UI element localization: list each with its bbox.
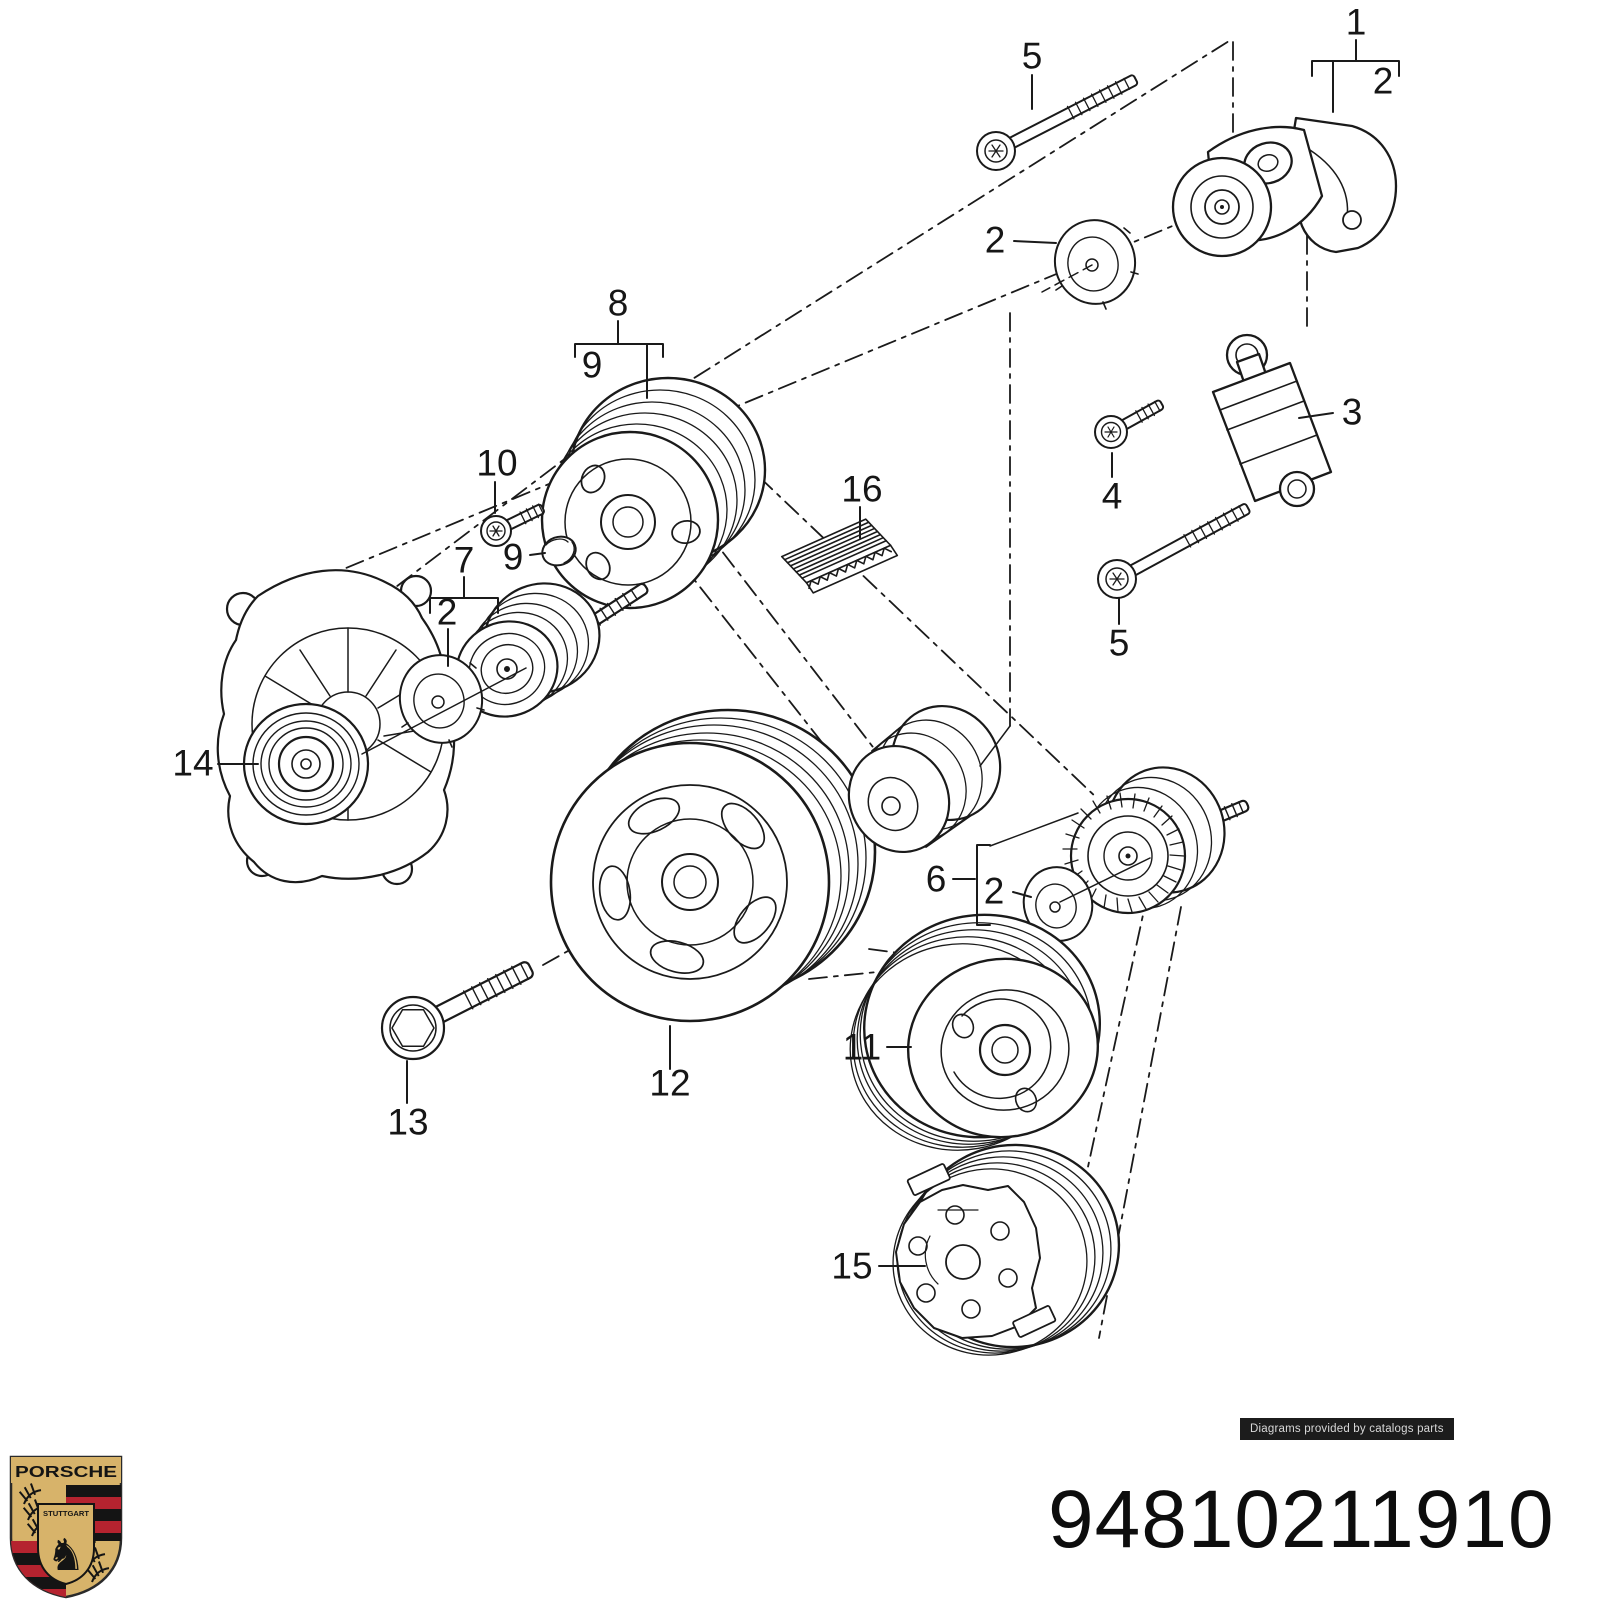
belt-section bbox=[780, 518, 899, 594]
watermark-badge: Diagrams provided by catalogs parts bbox=[1240, 1418, 1454, 1440]
power-steering-pulley bbox=[849, 913, 1101, 1151]
crankshaft-pulley bbox=[549, 708, 877, 1023]
washer-6 bbox=[1022, 866, 1094, 942]
idler-roller bbox=[847, 704, 1002, 854]
sealing-plug-9 bbox=[541, 535, 577, 567]
crest-city-text: STUTTGART bbox=[43, 1509, 89, 1518]
porsche-crest-logo: PORSCHE STUTTGART ♞ bbox=[6, 1452, 126, 1600]
callout-13-18: 13 bbox=[387, 1101, 429, 1143]
crest-horse-icon: ♞ bbox=[46, 1531, 85, 1580]
callout-2-1: 2 bbox=[1372, 60, 1394, 102]
callout-4-5: 4 bbox=[1101, 475, 1123, 517]
callout-3-4: 3 bbox=[1341, 391, 1363, 433]
tensioner-damper bbox=[1211, 333, 1333, 508]
callout-5-2: 5 bbox=[1021, 35, 1043, 77]
crest-brand-text: PORSCHE bbox=[15, 1464, 117, 1481]
water-pump-pulley bbox=[540, 376, 767, 610]
callout-9-10: 9 bbox=[502, 536, 524, 578]
axis-thin-lines bbox=[361, 264, 1151, 903]
part-number: 94810211910 bbox=[1048, 1474, 1555, 1565]
callout-6-15: 6 bbox=[925, 858, 947, 900]
callout-10-9: 10 bbox=[476, 442, 518, 484]
crest-svg: PORSCHE STUTTGART ♞ bbox=[9, 1455, 123, 1599]
callout-leaders bbox=[217, 39, 1400, 1267]
callout-15-20: 15 bbox=[831, 1245, 873, 1287]
callout-2-16: 2 bbox=[983, 870, 1005, 912]
callout-16-14: 16 bbox=[841, 468, 883, 510]
callout-12-17: 12 bbox=[649, 1062, 691, 1104]
crankshaft-bolt bbox=[380, 961, 534, 1061]
callout-1-0: 1 bbox=[1345, 1, 1367, 43]
bolt-5-top bbox=[976, 74, 1139, 171]
alternator bbox=[216, 569, 456, 886]
callout-7-11: 7 bbox=[453, 539, 475, 581]
callout-2-12: 2 bbox=[436, 591, 458, 633]
ac-compressor-pulley bbox=[892, 1143, 1121, 1356]
washer-tensioner bbox=[1053, 219, 1139, 310]
belt-tensioner-assembly bbox=[1171, 116, 1398, 258]
callout-11-19: 11 bbox=[842, 1026, 882, 1068]
toothed-idler-pulley bbox=[1062, 766, 1250, 915]
callout-8-7: 8 bbox=[607, 282, 629, 324]
callout-9-8: 9 bbox=[581, 344, 603, 386]
bolt-5-bottom bbox=[1097, 503, 1251, 599]
bolt-4 bbox=[1094, 399, 1165, 449]
callout-5-6: 5 bbox=[1108, 622, 1130, 664]
callout-14-13: 14 bbox=[172, 742, 214, 784]
callout-2-3: 2 bbox=[984, 219, 1006, 261]
washer-7 bbox=[398, 654, 485, 748]
bolt-10 bbox=[480, 503, 545, 547]
